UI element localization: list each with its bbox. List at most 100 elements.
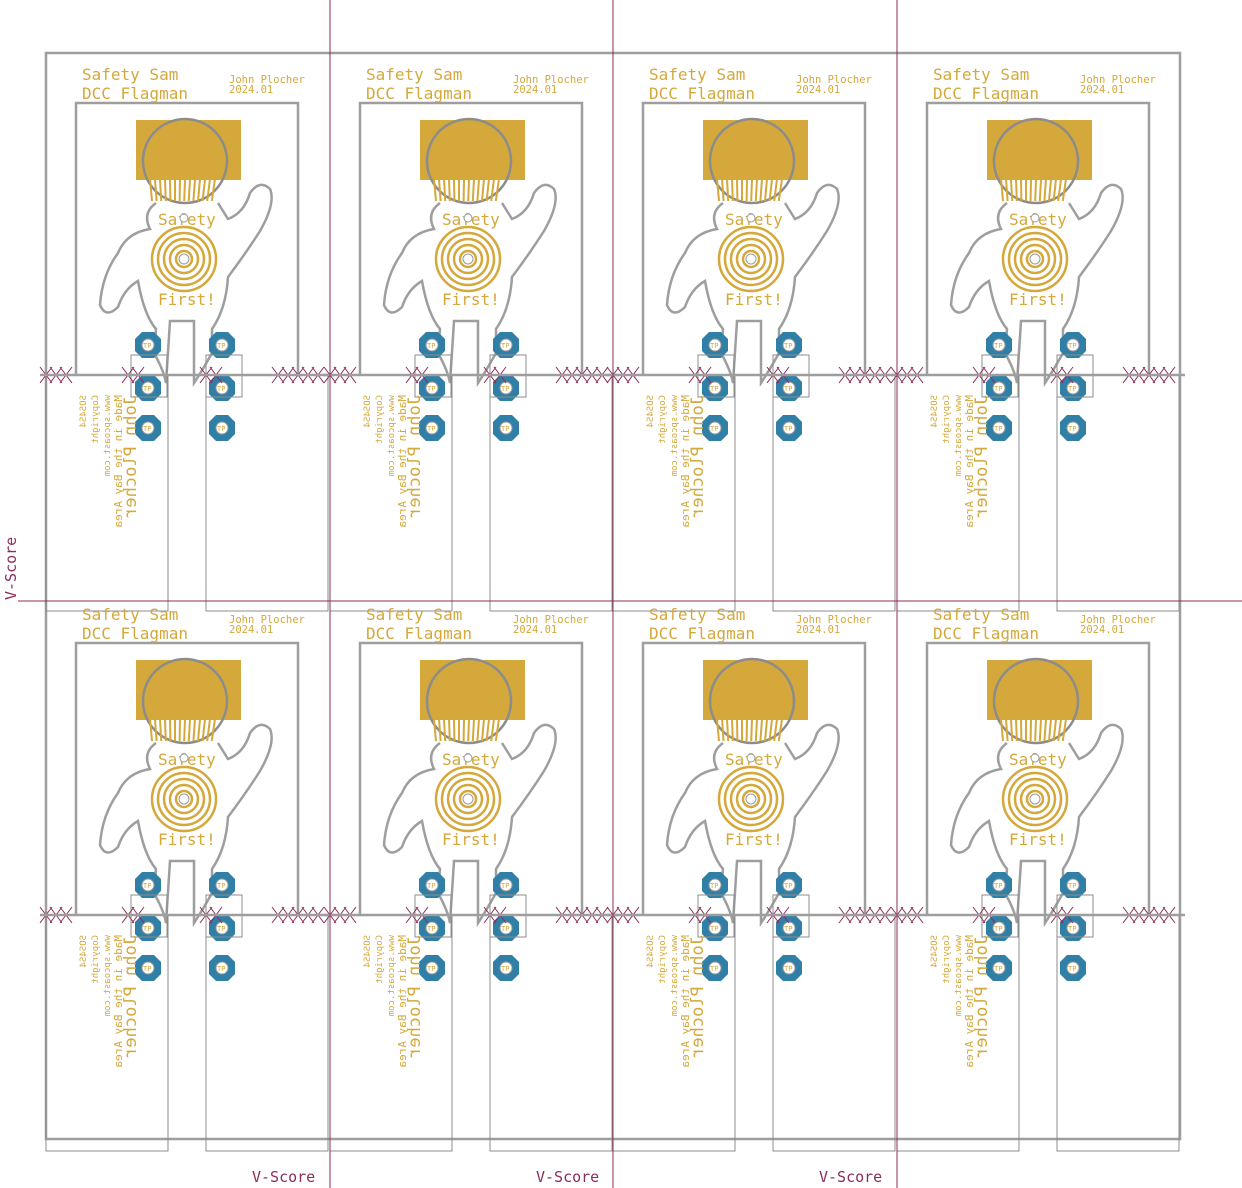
author: John Plocher — [796, 74, 872, 86]
hair-stroke — [183, 178, 186, 202]
svg-text:TP: TP — [784, 965, 792, 973]
svg-text:TP: TP — [1068, 342, 1076, 350]
title-line1: Safety Sam — [82, 605, 178, 624]
mirrored-text-line: John Plocher — [972, 935, 992, 1058]
hair-stroke — [764, 178, 768, 202]
center-hole — [462, 793, 474, 805]
body-text-bottom: First! — [442, 830, 500, 849]
body-outline — [382, 723, 557, 928]
svg-text:TP: TP — [427, 342, 435, 350]
svg-text:TP: TP — [1068, 882, 1076, 890]
hair-stroke — [1038, 178, 1042, 202]
title-line2: DCC Flagman — [366, 84, 472, 103]
breakaway-tab-right — [1056, 914, 1180, 1152]
svg-text:TP: TP — [143, 882, 151, 890]
test-point-pad: TP — [135, 375, 161, 401]
body-text-bottom: First! — [158, 830, 216, 849]
title-line1: Safety Sam — [649, 65, 745, 84]
svg-text:TP: TP — [1068, 965, 1076, 973]
svg-text:TP: TP — [217, 425, 225, 433]
svg-text:TP: TP — [784, 385, 792, 393]
mirrored-text-line: Copyright — [942, 935, 952, 984]
hair-stroke — [471, 718, 475, 742]
coil-ring — [1001, 765, 1069, 833]
test-point-pad: TP — [419, 332, 445, 358]
breakaway-tab-right — [489, 374, 613, 612]
coil-ring — [1019, 783, 1051, 815]
head-copper — [987, 120, 1092, 180]
hair-stroke — [777, 718, 783, 742]
hair-stroke — [490, 718, 495, 742]
test-point-pad: TP — [135, 915, 161, 941]
test-point-pad: TP — [209, 375, 235, 401]
hair-stroke — [1034, 178, 1037, 202]
mirrored-text-line: Made in the Bay Area — [396, 395, 409, 527]
neck-hole — [1030, 213, 1040, 223]
mirrored-text-line: www.spcoast.com — [387, 395, 397, 476]
hair-stroke — [764, 718, 768, 742]
svg-text:TP: TP — [710, 425, 718, 433]
neck-hole — [746, 213, 756, 223]
head-outline — [141, 117, 229, 205]
test-point-pad: TP — [776, 415, 802, 441]
hair-stroke — [1048, 718, 1052, 742]
test-point-pad: TP — [493, 415, 519, 441]
mirrored-text-line: SOS4S4 — [79, 395, 89, 428]
coil-ring — [723, 231, 779, 287]
svg-text:TP: TP — [427, 882, 435, 890]
coil-ring — [1007, 771, 1063, 827]
svg-text:TP: TP — [994, 965, 1002, 973]
hair-stroke — [485, 178, 490, 202]
mirrored-text-line: John Plocher — [121, 935, 141, 1058]
test-point-pad: TP — [493, 375, 519, 401]
version: 2024.01 — [513, 624, 557, 636]
hair-stroke — [754, 718, 758, 742]
svg-text:TP: TP — [427, 385, 435, 393]
center-hole — [178, 253, 190, 265]
center-hole — [178, 793, 190, 805]
neck-hole — [463, 753, 473, 763]
mirrored-text-line: John Plocher — [121, 395, 141, 518]
svg-text:TP: TP — [994, 925, 1002, 933]
hair-stroke — [768, 718, 773, 742]
version: 2024.01 — [796, 624, 840, 636]
body-text-bottom: First! — [442, 290, 500, 309]
head-copper — [420, 120, 525, 180]
body-text-bottom: First! — [725, 830, 783, 849]
body-text-bottom: First! — [1009, 830, 1067, 849]
title-line2: DCC Flagman — [649, 84, 755, 103]
svg-text:TP: TP — [1068, 425, 1076, 433]
title-line1: Safety Sam — [82, 65, 178, 84]
hair-stroke — [438, 178, 442, 202]
hair-stroke — [149, 718, 153, 742]
coil-ring — [452, 783, 484, 815]
hair-stroke — [1010, 718, 1014, 742]
svg-text:TP: TP — [784, 342, 792, 350]
svg-text:TP: TP — [710, 882, 718, 890]
svg-text:TP: TP — [143, 925, 151, 933]
svg-text:TP: TP — [217, 925, 225, 933]
hair-stroke — [1048, 178, 1052, 202]
coil-ring — [168, 243, 200, 275]
test-point-pad: TP — [702, 955, 728, 981]
mirrored-text-line: SOS4S4 — [930, 395, 940, 428]
hair-stroke — [1034, 718, 1037, 742]
board-outline — [74, 101, 300, 375]
board-outline — [641, 641, 867, 915]
neck-hole — [1030, 753, 1040, 763]
hair-stroke — [154, 178, 158, 202]
svg-text:TP: TP — [784, 925, 792, 933]
coil-ring — [723, 771, 779, 827]
v-score-label-3: V-Score — [819, 1168, 882, 1186]
hair-stroke — [443, 718, 447, 742]
author: John Plocher — [1080, 614, 1156, 626]
test-point-pad: TP — [986, 955, 1012, 981]
hair-stroke — [773, 718, 778, 742]
head-outline — [425, 117, 513, 205]
mirrored-text-line: Made in the Bay Area — [679, 935, 692, 1067]
